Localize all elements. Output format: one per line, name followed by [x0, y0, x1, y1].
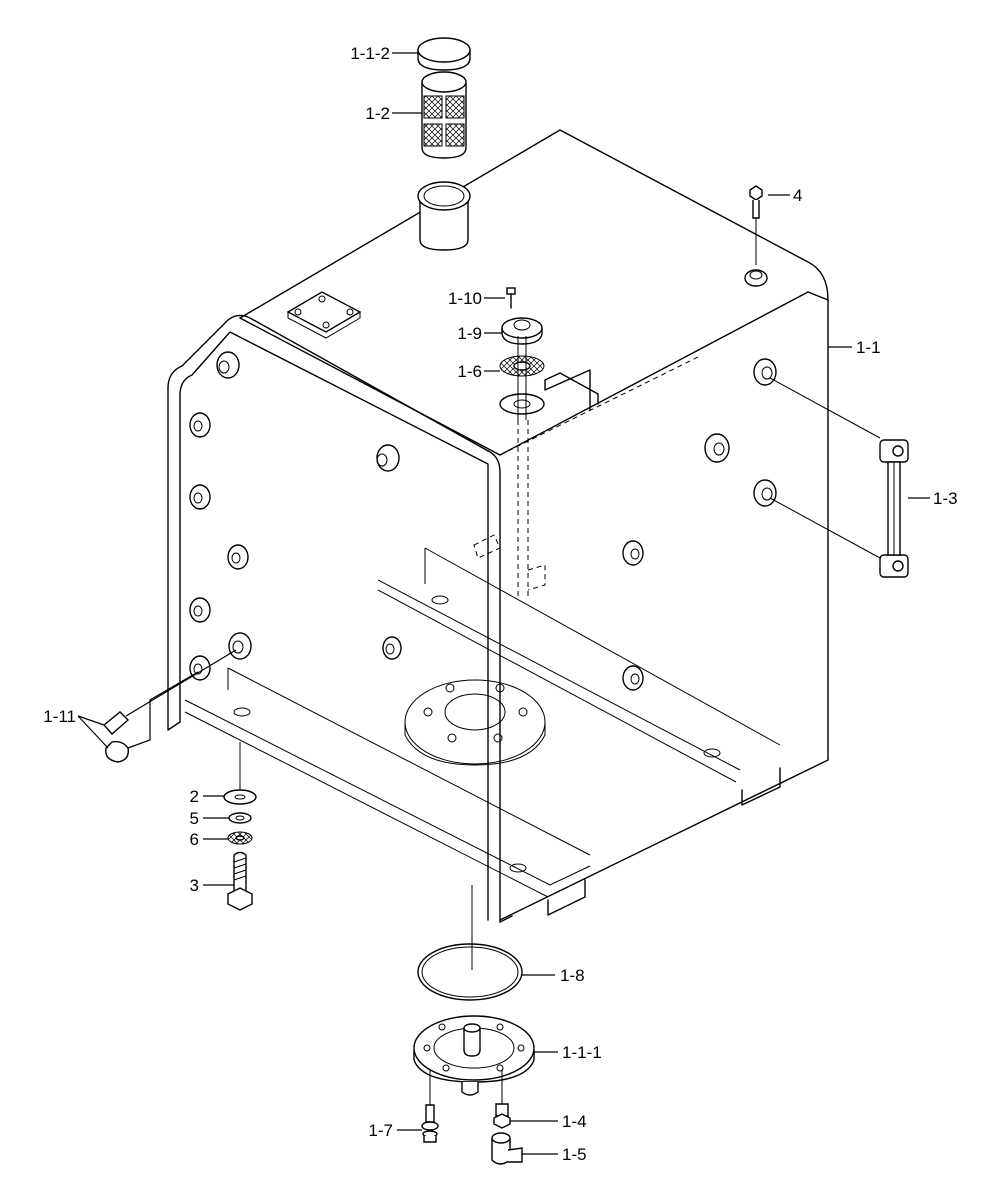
- label-screw-small: 1-10: [448, 289, 482, 308]
- label-strainer: 1-2: [365, 104, 390, 123]
- top-cover-plate: [286, 291, 362, 339]
- label-plugs: 1-11: [43, 707, 76, 726]
- gauge-flange: [501, 317, 543, 345]
- label-level-gauge: 1-3: [933, 489, 958, 508]
- boss-set-front: [189, 351, 402, 681]
- label-drain-plug: 1-4: [562, 1112, 587, 1131]
- boss-set-side: [622, 358, 777, 691]
- gauge-base: [499, 336, 545, 420]
- hydraulic-tank: [167, 129, 829, 923]
- label-oring: 1-8: [560, 966, 585, 985]
- label-gasket-top: 1-6: [457, 362, 482, 381]
- washer-2: [223, 789, 257, 805]
- label-washer-rubber: 6: [190, 830, 199, 849]
- washer-5: [228, 812, 252, 824]
- strainer-element: [421, 71, 467, 159]
- filler-neck: [417, 181, 471, 251]
- label-bolt-top: 4: [793, 186, 802, 205]
- drain-flange: [413, 1015, 535, 1096]
- label-drain-flange: 1-1-1: [562, 1043, 602, 1062]
- label-washer-spring: 5: [190, 809, 199, 828]
- label-gauge-flange: 1-9: [457, 324, 482, 343]
- level-gauge: [769, 377, 909, 578]
- label-drain-cock: 1-5: [562, 1145, 587, 1164]
- gauge-gasket: [499, 355, 545, 377]
- drain-plug: [493, 1070, 511, 1129]
- label-bolt-drain: 1-7: [368, 1121, 393, 1140]
- filler-cap: [417, 37, 471, 71]
- label-cap: 1-1-2: [350, 44, 390, 63]
- label-washer-flat: 2: [190, 787, 199, 806]
- o-ring: [417, 943, 523, 1001]
- bolt-4: [749, 185, 763, 265]
- bolt-1-7: [421, 1070, 439, 1143]
- label-tank: 1-1: [856, 338, 881, 357]
- bolt-3: [227, 851, 253, 911]
- gauge-screw: [506, 287, 516, 309]
- washer-6: [227, 831, 253, 845]
- label-bolt-mount: 3: [190, 876, 199, 895]
- plugs-1-11: [102, 649, 237, 763]
- drain-cock: [491, 1132, 523, 1165]
- leader-lines: [77, 52, 930, 1155]
